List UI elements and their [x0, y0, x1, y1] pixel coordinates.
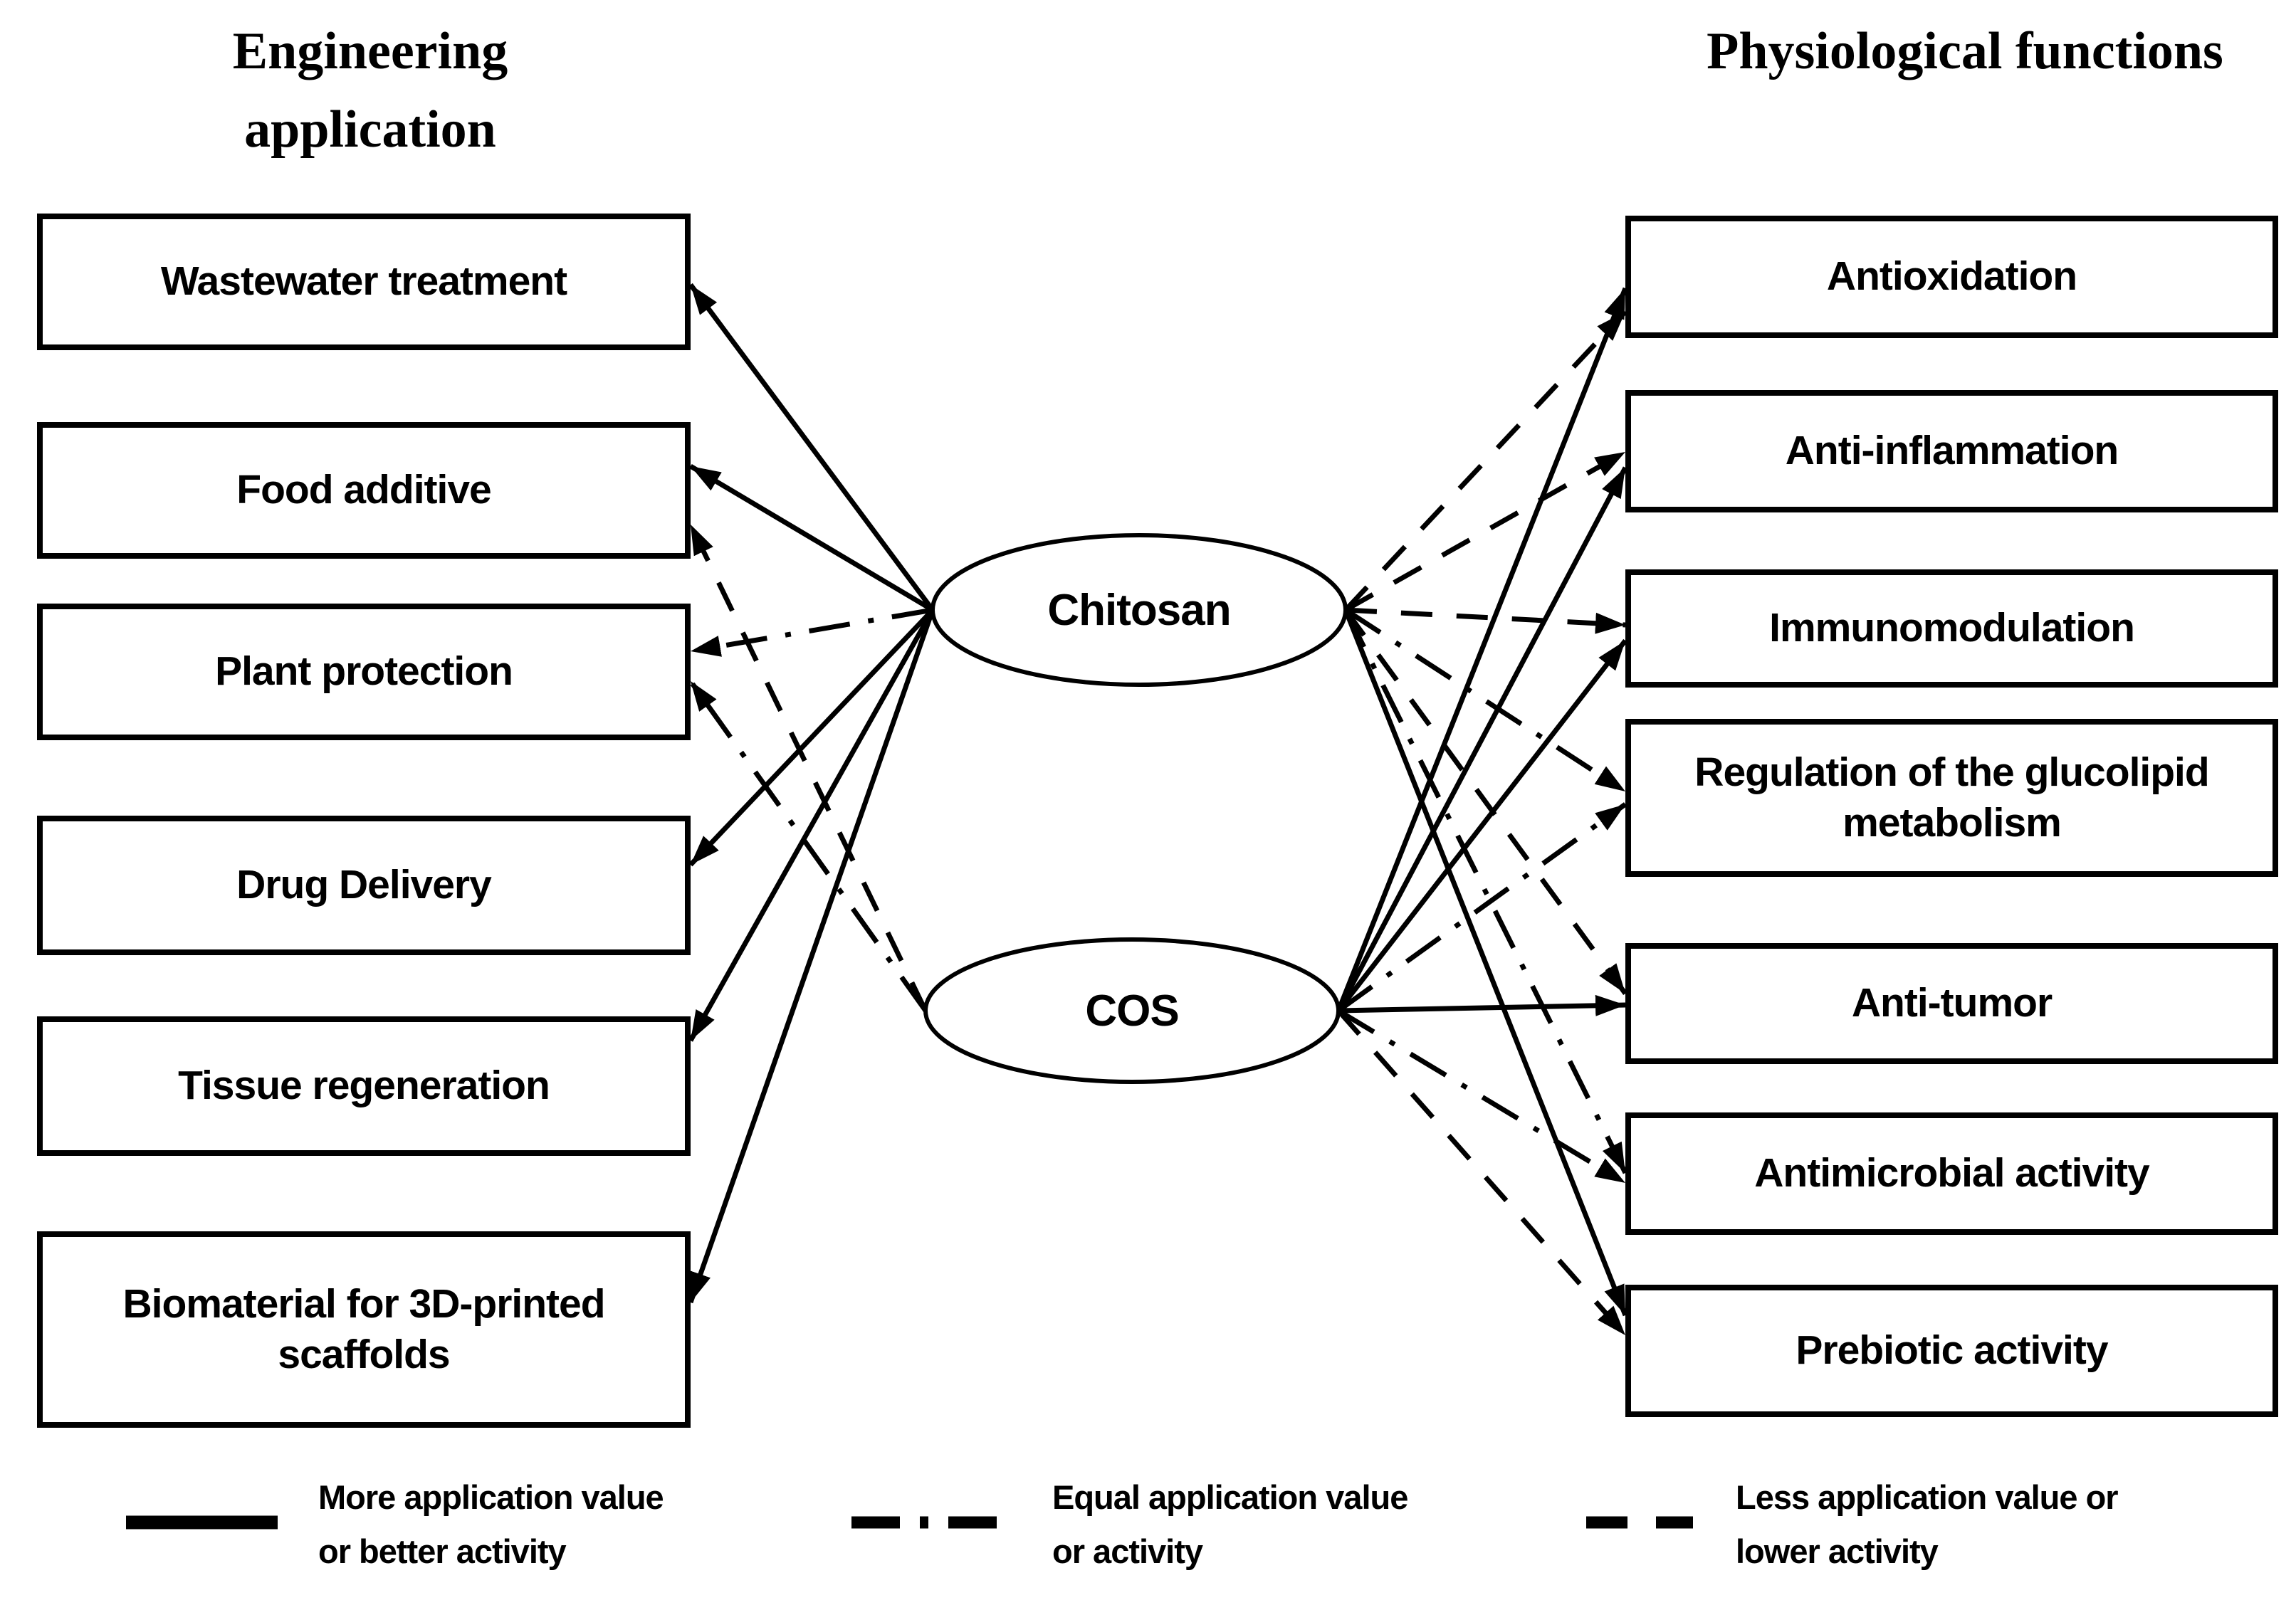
- function-box-antimicrobial-activity: Antimicrobial activity: [1625, 1112, 2278, 1235]
- function-label: Anti-tumor: [1851, 980, 2053, 1026]
- legend-line: or activity: [1052, 1532, 1203, 1571]
- edge-chitosan-prebiotic-activity-solid: [1343, 609, 1628, 1317]
- function-label: Prebiotic activity: [1796, 1327, 2108, 1374]
- edge-chitosan-plant-protection-dashdot: [690, 607, 933, 657]
- edge-chitosan-regulation-glucolipid-dashdot: [1344, 608, 1627, 794]
- edge-chitosan-anti-tumor-dashed: [1343, 608, 1627, 996]
- application-label: Plant protection: [215, 648, 513, 695]
- edge-chitosan-wastewater-treatment-solid: [688, 283, 935, 612]
- edge-chitosan-antimicrobial-activity-dashdot: [1343, 609, 1628, 1174]
- application-box-biomaterial-3d-scaffolds: Biomaterial for 3D-printed scaffolds: [37, 1231, 691, 1428]
- cos-node-ellipse: [923, 937, 1341, 1084]
- function-box-immunomodulation: Immunomodulation: [1625, 569, 2278, 688]
- function-label: Immunomodulation: [1769, 605, 2135, 651]
- edge-cos-prebiotic-activity-dashed: [1336, 1009, 1627, 1337]
- edge-cos-immunomodulation-solid: [1336, 638, 1627, 1013]
- function-box-prebiotic-activity: Prebiotic activity: [1625, 1285, 2278, 1417]
- application-box-plant-protection: Plant protection: [37, 604, 691, 740]
- legend-item-more-value: More application value or better activit…: [318, 1470, 664, 1579]
- edge-chitosan-tissue-regeneration-solid: [688, 609, 935, 1042]
- edge-cos-regulation-glucolipid-dashdot: [1336, 802, 1627, 1013]
- legend-line: Less application value or: [1736, 1478, 2119, 1516]
- chitosan-node-label: Chitosan: [1047, 586, 1231, 635]
- legend-item-equal-value: Equal application value or activity: [1052, 1470, 1408, 1579]
- legend-line: More application value: [318, 1478, 664, 1516]
- edge-cos-food-additive-dashed: [688, 523, 928, 1012]
- application-box-tissue-regeneration: Tissue regeneration: [37, 1016, 691, 1156]
- edge-cos-anti-tumor-solid: [1338, 994, 1626, 1016]
- function-label: Anti-inflammation: [1785, 428, 2119, 474]
- right-column-title: Physiological functions: [1707, 22, 2223, 80]
- edge-cos-antioxidation-solid: [1336, 287, 1628, 1012]
- edge-chitosan-immunomodulation-dashed: [1345, 607, 1626, 634]
- application-box-drug-delivery: Drug Delivery: [37, 816, 691, 955]
- left-column-title: Engineering application: [232, 22, 508, 159]
- function-box-regulation-glucolipid: Regulation of the glucolipid metabolism: [1625, 719, 2278, 877]
- function-box-anti-tumor: Anti-tumor: [1625, 943, 2278, 1064]
- application-label: Drug Delivery: [236, 862, 492, 908]
- edge-chitosan-antioxidation-dashed: [1343, 310, 1627, 612]
- edge-chitosan-food-additive-solid: [689, 463, 934, 613]
- application-label: Wastewater treatment: [160, 258, 567, 305]
- edge-chitosan-biomaterial-3d-scaffolds-solid: [688, 609, 935, 1304]
- edge-cos-antimicrobial-activity-dashdot: [1337, 1008, 1627, 1186]
- legend-line: lower activity: [1736, 1532, 1939, 1571]
- function-box-anti-inflammation: Anti-inflammation: [1625, 390, 2278, 512]
- application-label: Food additive: [236, 467, 491, 513]
- edge-chitosan-anti-inflammation-dashed: [1344, 449, 1627, 613]
- edge-cos-plant-protection-dashdot: [688, 679, 928, 1013]
- legend-item-less-value: Less application value or lower activity: [1736, 1470, 2119, 1579]
- edge-chitosan-drug-delivery-solid: [688, 608, 935, 867]
- function-box-antioxidation: Antioxidation: [1625, 216, 2278, 338]
- application-label: Biomaterial for 3D-printed scaffolds: [122, 1280, 605, 1377]
- legend-line: Equal application value: [1052, 1478, 1408, 1516]
- chitosan-node-ellipse: [931, 533, 1348, 687]
- cos-node-label: COS: [1085, 986, 1179, 1036]
- application-box-wastewater-treatment: Wastewater treatment: [37, 214, 691, 350]
- edge-cos-anti-inflammation-solid: [1336, 466, 1628, 1012]
- function-label: Antioxidation: [1826, 253, 2077, 300]
- application-box-food-additive: Food additive: [37, 422, 691, 559]
- function-label: Regulation of the glucolipid metabolism: [1694, 749, 2209, 846]
- application-label: Tissue regeneration: [178, 1063, 550, 1109]
- function-label: Antimicrobial activity: [1754, 1150, 2149, 1196]
- legend-line: or better activity: [318, 1532, 567, 1571]
